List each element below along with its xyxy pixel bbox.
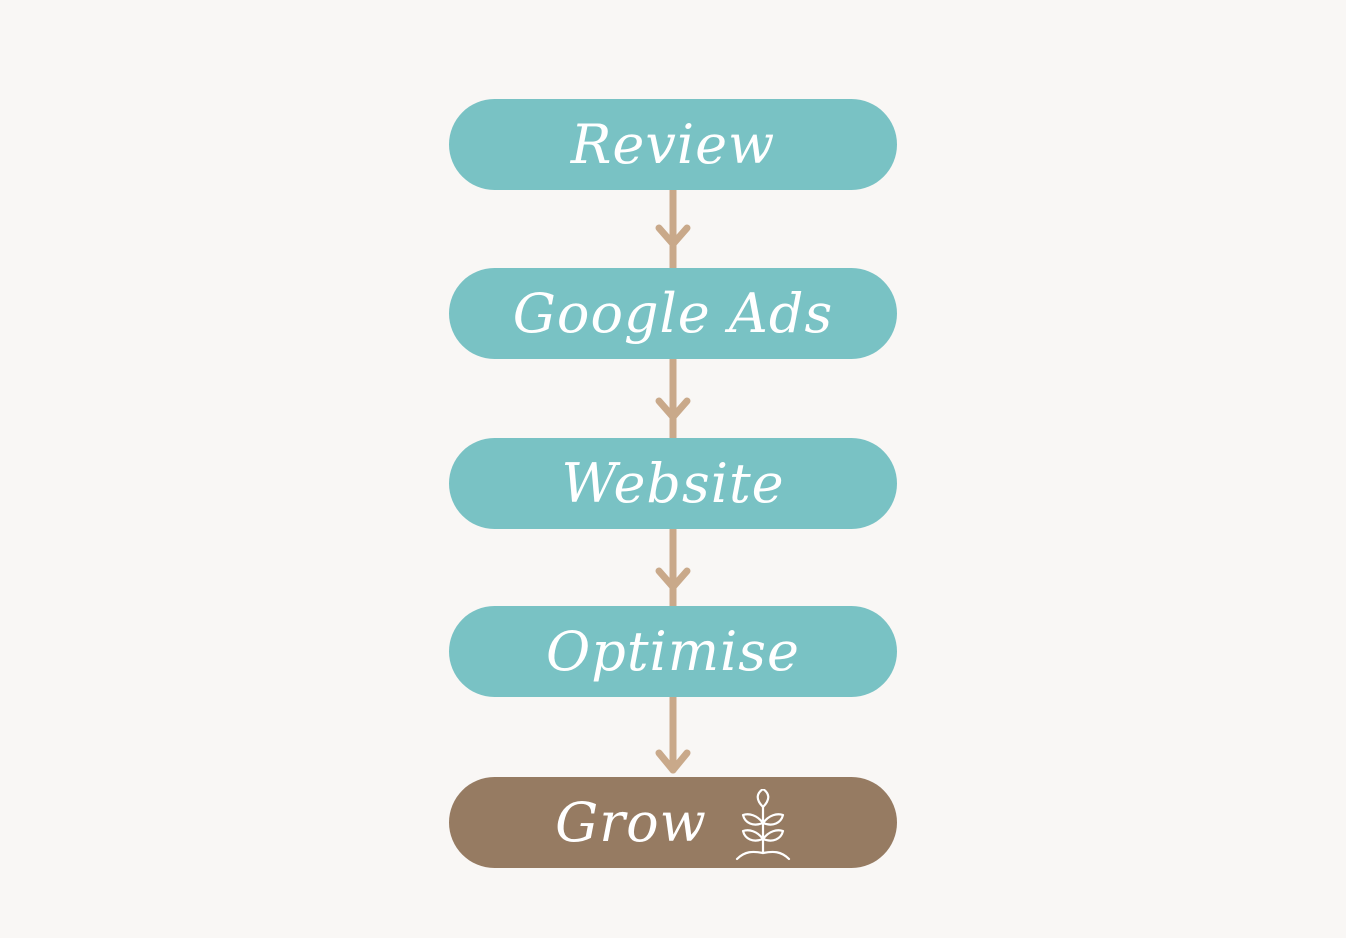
sprout-icon [735,788,790,860]
step-label-review: Review [570,112,776,176]
step-label-google-ads: Google Ads [512,281,834,345]
step-grow: Grow [449,777,897,868]
step-optimise: Optimise [449,606,897,697]
arrow-head-2 [655,397,691,421]
step-website: Website [449,438,897,529]
step-label-grow: Grow [555,790,707,854]
step-label-optimise: Optimise [546,619,800,683]
arrow-head-3 [655,567,691,591]
step-label-website: Website [561,451,785,515]
step-google-ads: Google Ads [449,268,897,359]
arrow-head-1 [655,224,691,248]
step-review: Review [449,99,897,190]
arrow-head-4 [655,749,691,774]
